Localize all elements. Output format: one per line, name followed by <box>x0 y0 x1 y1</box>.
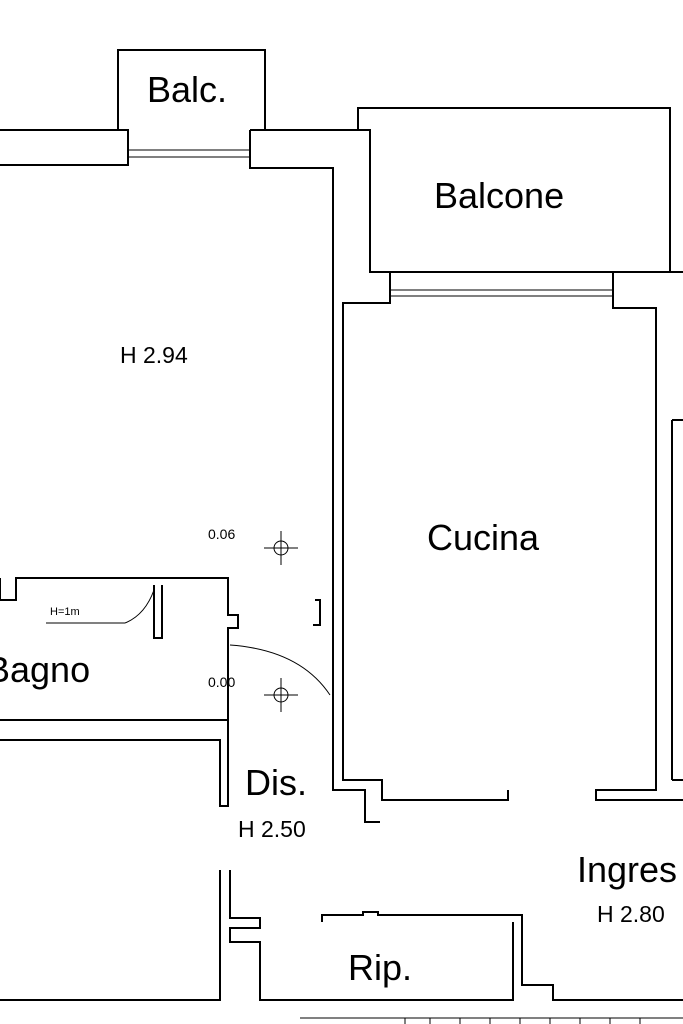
room-label-balc: Balc. <box>147 69 228 110</box>
height-label-ingresso: H 2.80 <box>597 901 665 927</box>
room-label-rip: Rip. <box>348 947 413 988</box>
room-label-balcone: Balcone <box>434 175 565 216</box>
top-exterior-wall <box>0 107 671 635</box>
balcony-small-outline <box>117 49 266 130</box>
level-label-upper: 0.06 <box>208 526 236 542</box>
room-label-dis: Dis. <box>245 762 307 803</box>
door-swing <box>229 599 331 696</box>
level-marker-upper-icon <box>264 531 298 565</box>
level-label-lower: 0.00 <box>208 674 236 690</box>
height-note-bagno: H=1m <box>50 606 80 618</box>
balcone-outline <box>358 129 683 273</box>
bagno-walls <box>0 577 239 807</box>
height-label-main-room: H 2.94 <box>120 342 188 368</box>
room-label-ingresso: Ingres <box>577 849 678 890</box>
room-label-cucina: Cucina <box>427 517 540 558</box>
cucina-walls <box>332 272 683 823</box>
height-label-dis: H 2.50 <box>238 816 306 842</box>
room-label-bagno: Bagno <box>0 649 91 690</box>
ripostiglio-walls <box>0 870 683 1024</box>
level-marker-lower-icon <box>264 678 298 712</box>
